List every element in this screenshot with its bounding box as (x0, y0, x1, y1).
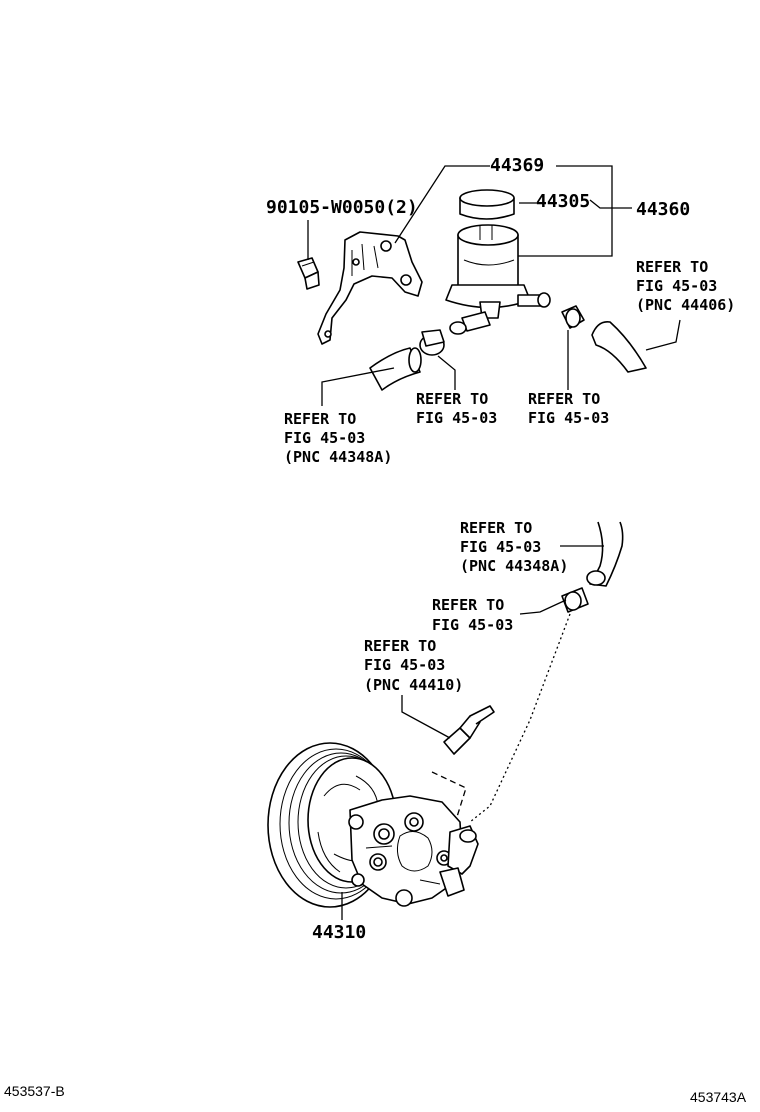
reservoir-tank (445, 224, 551, 335)
ref-line: REFER TO (284, 410, 356, 428)
reference-return-hose: REFER TO FIG 45-03 (PNC 44348A) (460, 519, 568, 575)
mount-guides (431, 613, 571, 823)
ref-line: (PNC 44348A) (284, 448, 392, 466)
ref-line: (PNC 44410) (364, 676, 463, 694)
bolt-90105 (297, 257, 320, 290)
clamp-right (561, 305, 585, 329)
hose-left (369, 347, 422, 391)
reference-left-hose: REFER TO FIG 45-03 (PNC 44348A) (284, 410, 392, 466)
reference-44406: REFER TO FIG 45-03 (PNC 44406) (636, 258, 735, 314)
ref-line: (PNC 44406) (636, 296, 735, 314)
ref-line: (PNC 44348A) (460, 557, 568, 575)
ref-line: REFER TO (364, 637, 436, 655)
reference-clamp-left: REFER TO FIG 45-03 (416, 390, 497, 427)
reference-clamp-right: REFER TO FIG 45-03 (528, 390, 609, 427)
ref-line: REFER TO (636, 258, 708, 276)
hose-right (591, 320, 647, 373)
part-number-44369: 44369 (490, 155, 544, 176)
footer-code-left: 453537-B (4, 1083, 65, 1099)
ref-line: FIG 45-03 (460, 538, 541, 556)
pressure-fitting (443, 705, 495, 755)
leader-lines-lower (341, 545, 604, 920)
pump-body-44310 (348, 795, 479, 907)
return-hose (586, 521, 624, 587)
bracket-44369 (317, 231, 423, 345)
clamp-left (419, 329, 445, 356)
ref-line: FIG 45-03 (416, 409, 497, 427)
ref-line: FIG 45-03 (284, 429, 365, 447)
reference-clamp-lower: REFER TO FIG 45-03 (432, 596, 513, 634)
part-number-44310: 44310 (312, 922, 366, 943)
ref-line: FIG 45-03 (364, 656, 445, 674)
ref-line: REFER TO (460, 519, 532, 537)
ref-line: REFER TO (432, 596, 504, 614)
ref-line: FIG 45-03 (636, 277, 717, 295)
leader-lines-upper (307, 165, 681, 406)
part-number-44305: 44305 (536, 191, 590, 212)
ref-line: FIG 45-03 (432, 616, 513, 634)
part-number-44360: 44360 (636, 199, 690, 220)
ref-line: REFER TO (528, 390, 600, 408)
ref-line: REFER TO (416, 390, 488, 408)
reservoir-cap-44305 (459, 189, 515, 220)
footer-code-right: 453743A (690, 1089, 747, 1105)
ref-line: FIG 45-03 (528, 409, 609, 427)
part-number-90105: 90105-W0050(2) (266, 197, 418, 218)
reference-44410: REFER TO FIG 45-03 (PNC 44410) (364, 637, 463, 694)
clamp-lower (561, 587, 589, 613)
